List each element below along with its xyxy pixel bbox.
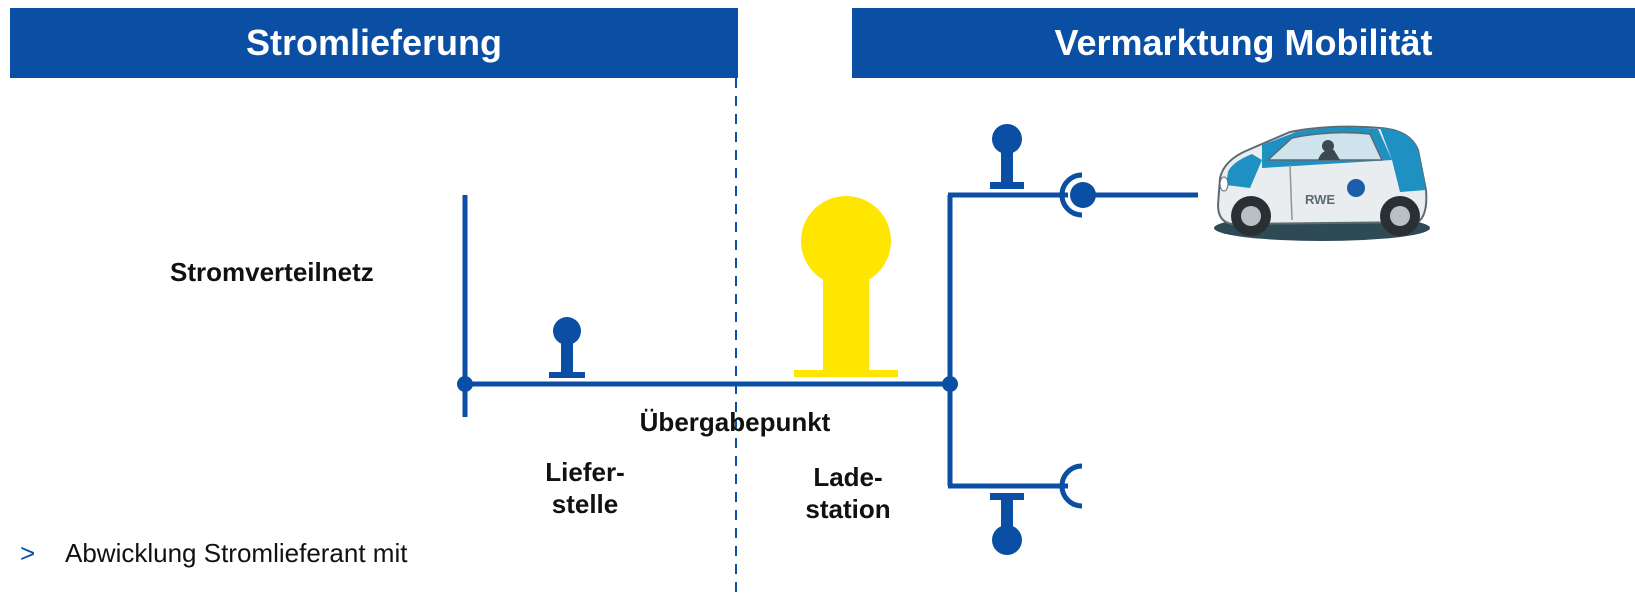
bullet-text: Abwicklung Stromlieferant mit xyxy=(65,538,408,568)
header-banner-stromlieferung: Stromlieferung xyxy=(10,8,738,78)
charging-station-label-line1: Lade- xyxy=(813,462,883,492)
upper-outlet-meter-icon xyxy=(990,124,1024,189)
grid-label: Stromverteilnetz xyxy=(170,257,374,287)
bullet-chevron-icon: > xyxy=(20,538,36,568)
lower-socket-icon xyxy=(1059,463,1083,509)
charging-station-icon xyxy=(794,196,898,377)
delivery-point-meter-icon xyxy=(549,317,585,378)
grid-junction-node xyxy=(457,376,473,392)
header-banner-vermarktung: Vermarktung Mobilität xyxy=(852,8,1635,78)
delivery-point-label: Liefer- stelle xyxy=(510,456,660,520)
charging-station-label: Lade- station xyxy=(773,461,923,525)
car-logo-text: RWE xyxy=(1305,192,1335,207)
delivery-point-label-line2: stelle xyxy=(551,489,619,519)
charging-station-label-line2: station xyxy=(805,494,891,524)
header-title-right: Vermarktung Mobilität xyxy=(1054,22,1433,63)
lower-outlet-meter-icon xyxy=(990,493,1024,555)
upper-socket-icon xyxy=(1059,172,1083,218)
bullet-item: > Abwicklung Stromlieferant mit xyxy=(20,538,407,569)
transfer-point-label: Übergabepunkt xyxy=(639,407,831,437)
delivery-point-label-line1: Liefer- xyxy=(545,457,625,487)
header-title-left: Stromlieferung xyxy=(245,22,503,63)
electric-car-icon: RWE xyxy=(1214,125,1430,241)
